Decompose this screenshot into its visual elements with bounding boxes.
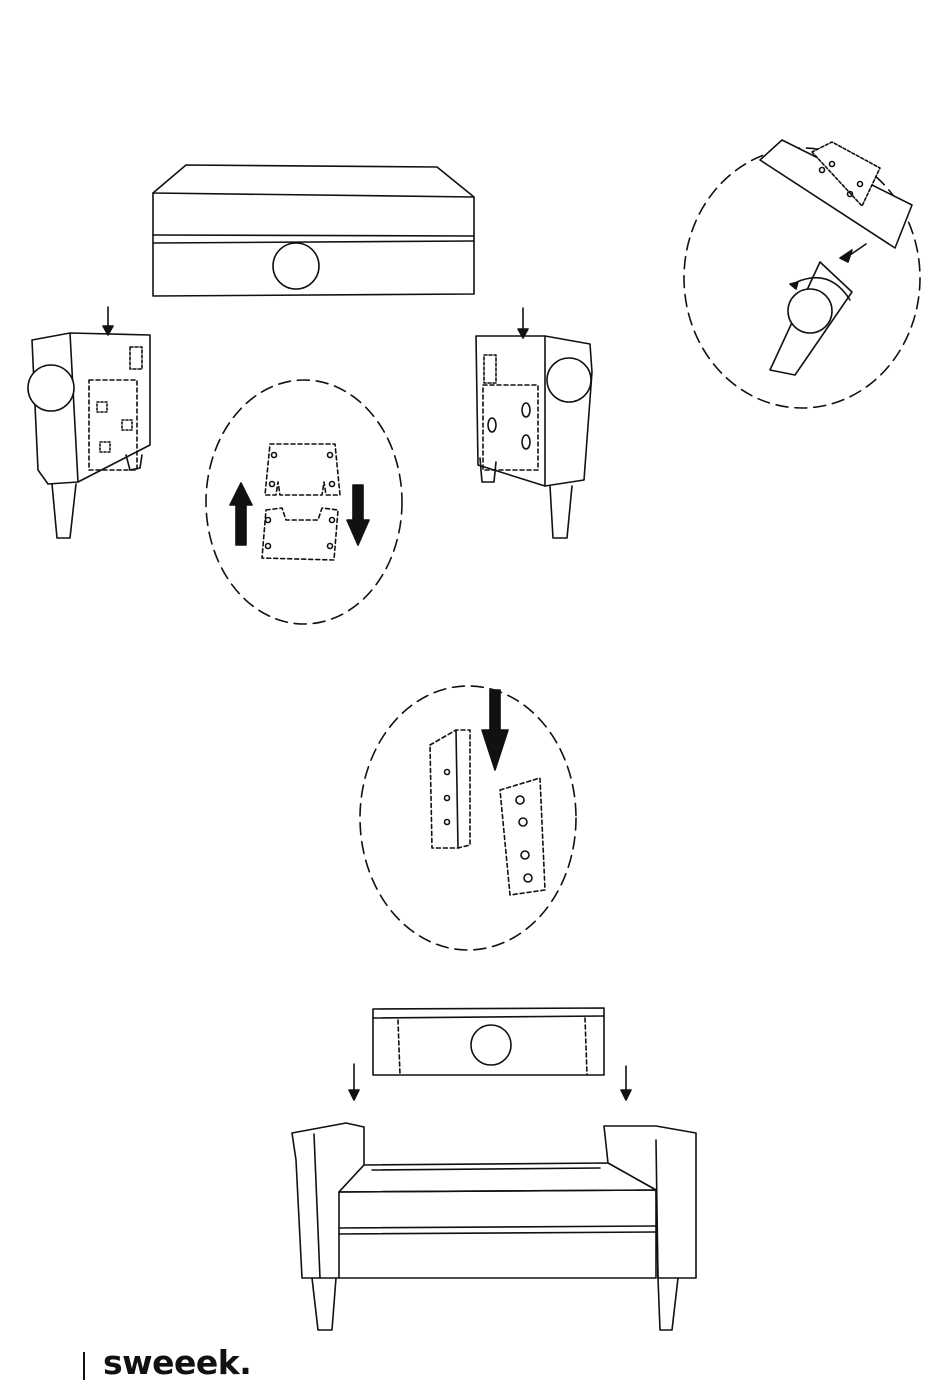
assembled-bench-icon [292, 1123, 696, 1330]
leg-screw-detail-icon [684, 140, 920, 408]
brand-divider [83, 1352, 85, 1380]
bracket-detail-icon [206, 380, 402, 624]
left-armrest-icon [28, 307, 150, 538]
backrest-panel-icon [349, 1008, 631, 1100]
brand-logo: sweeek. [103, 1346, 251, 1379]
hook-bracket-detail-icon [360, 686, 576, 950]
right-armrest-icon [476, 308, 592, 538]
seat-block-icon [153, 165, 474, 296]
